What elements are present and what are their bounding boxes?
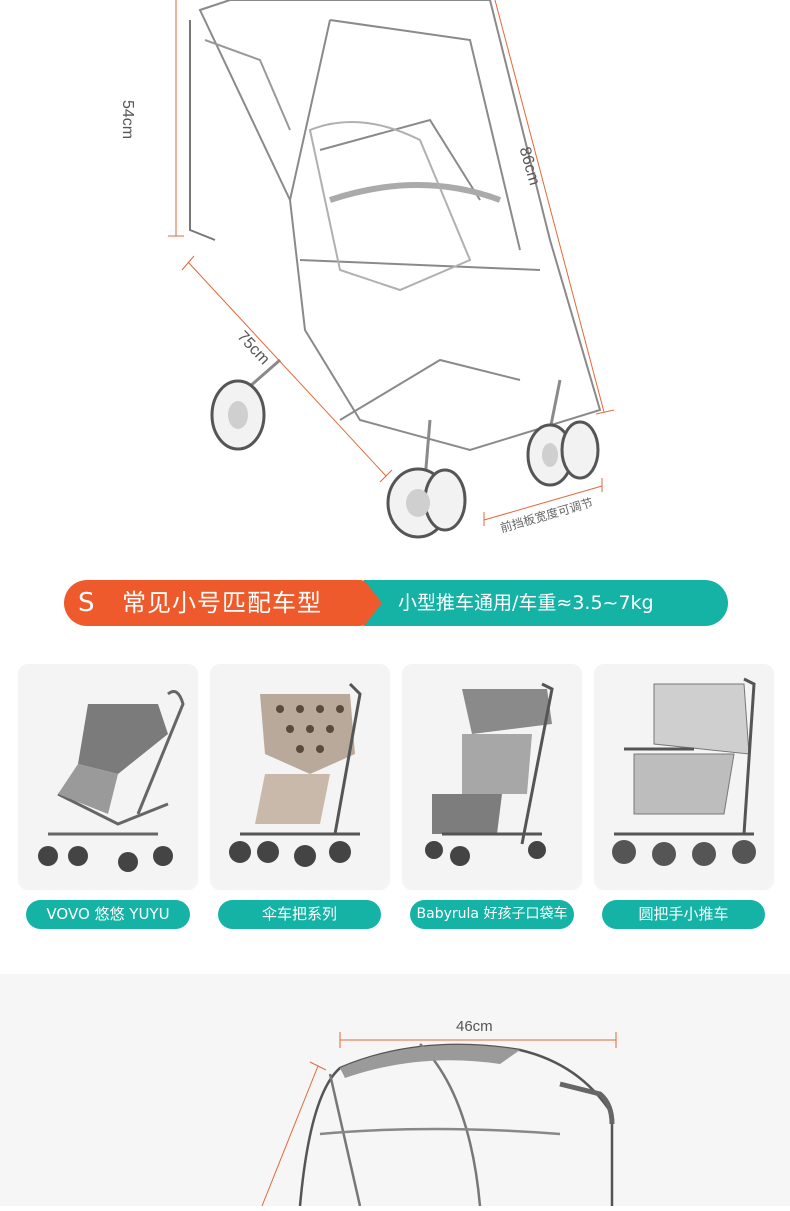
- product-label-umbrella[interactable]: 伞车把系列: [218, 900, 381, 929]
- banner-size-letter: S: [78, 588, 95, 618]
- stroller-image: [612, 677, 756, 866]
- banner-title: 常见小号匹配车型: [122, 589, 322, 617]
- stroller-cover-top-drawing: [261, 1032, 617, 1207]
- banner-right-segment: [364, 580, 728, 626]
- product-card-round-handle[interactable]: [594, 664, 774, 890]
- banner-subtitle: 小型推车通用/车重≈3.5~7kg: [398, 592, 654, 614]
- product-label-yuyu[interactable]: VOVO 悠悠 YUYU: [26, 900, 190, 929]
- stroller-dimension-diagram: 54cm 86cm 75cm 前挡板宽度可调节: [0, 0, 790, 560]
- stroller-cover-drawing: [168, 0, 615, 539]
- stroller-image: [38, 690, 185, 872]
- product-label-round-handle[interactable]: 圆把手小推车: [602, 900, 765, 929]
- stroller-width-diagram: 46cm: [0, 974, 790, 1207]
- banner-left-segment: S 常见小号匹配车型: [64, 580, 382, 626]
- product-card-babyrula[interactable]: [402, 664, 582, 890]
- height-dimension-label: 54cm: [119, 100, 136, 140]
- product-card-umbrella[interactable]: [210, 664, 390, 890]
- stroller-image: [229, 682, 362, 867]
- compatibility-banner: S 常见小号匹配车型 小型推车通用/车重≈3.5~7kg: [64, 580, 728, 626]
- width-dimension-label: 46cm: [456, 1018, 493, 1035]
- stroller-image: [425, 682, 554, 866]
- product-card-yuyu[interactable]: [18, 664, 198, 890]
- product-label-babyrula[interactable]: Babyrula 好孩子口袋车: [410, 900, 574, 929]
